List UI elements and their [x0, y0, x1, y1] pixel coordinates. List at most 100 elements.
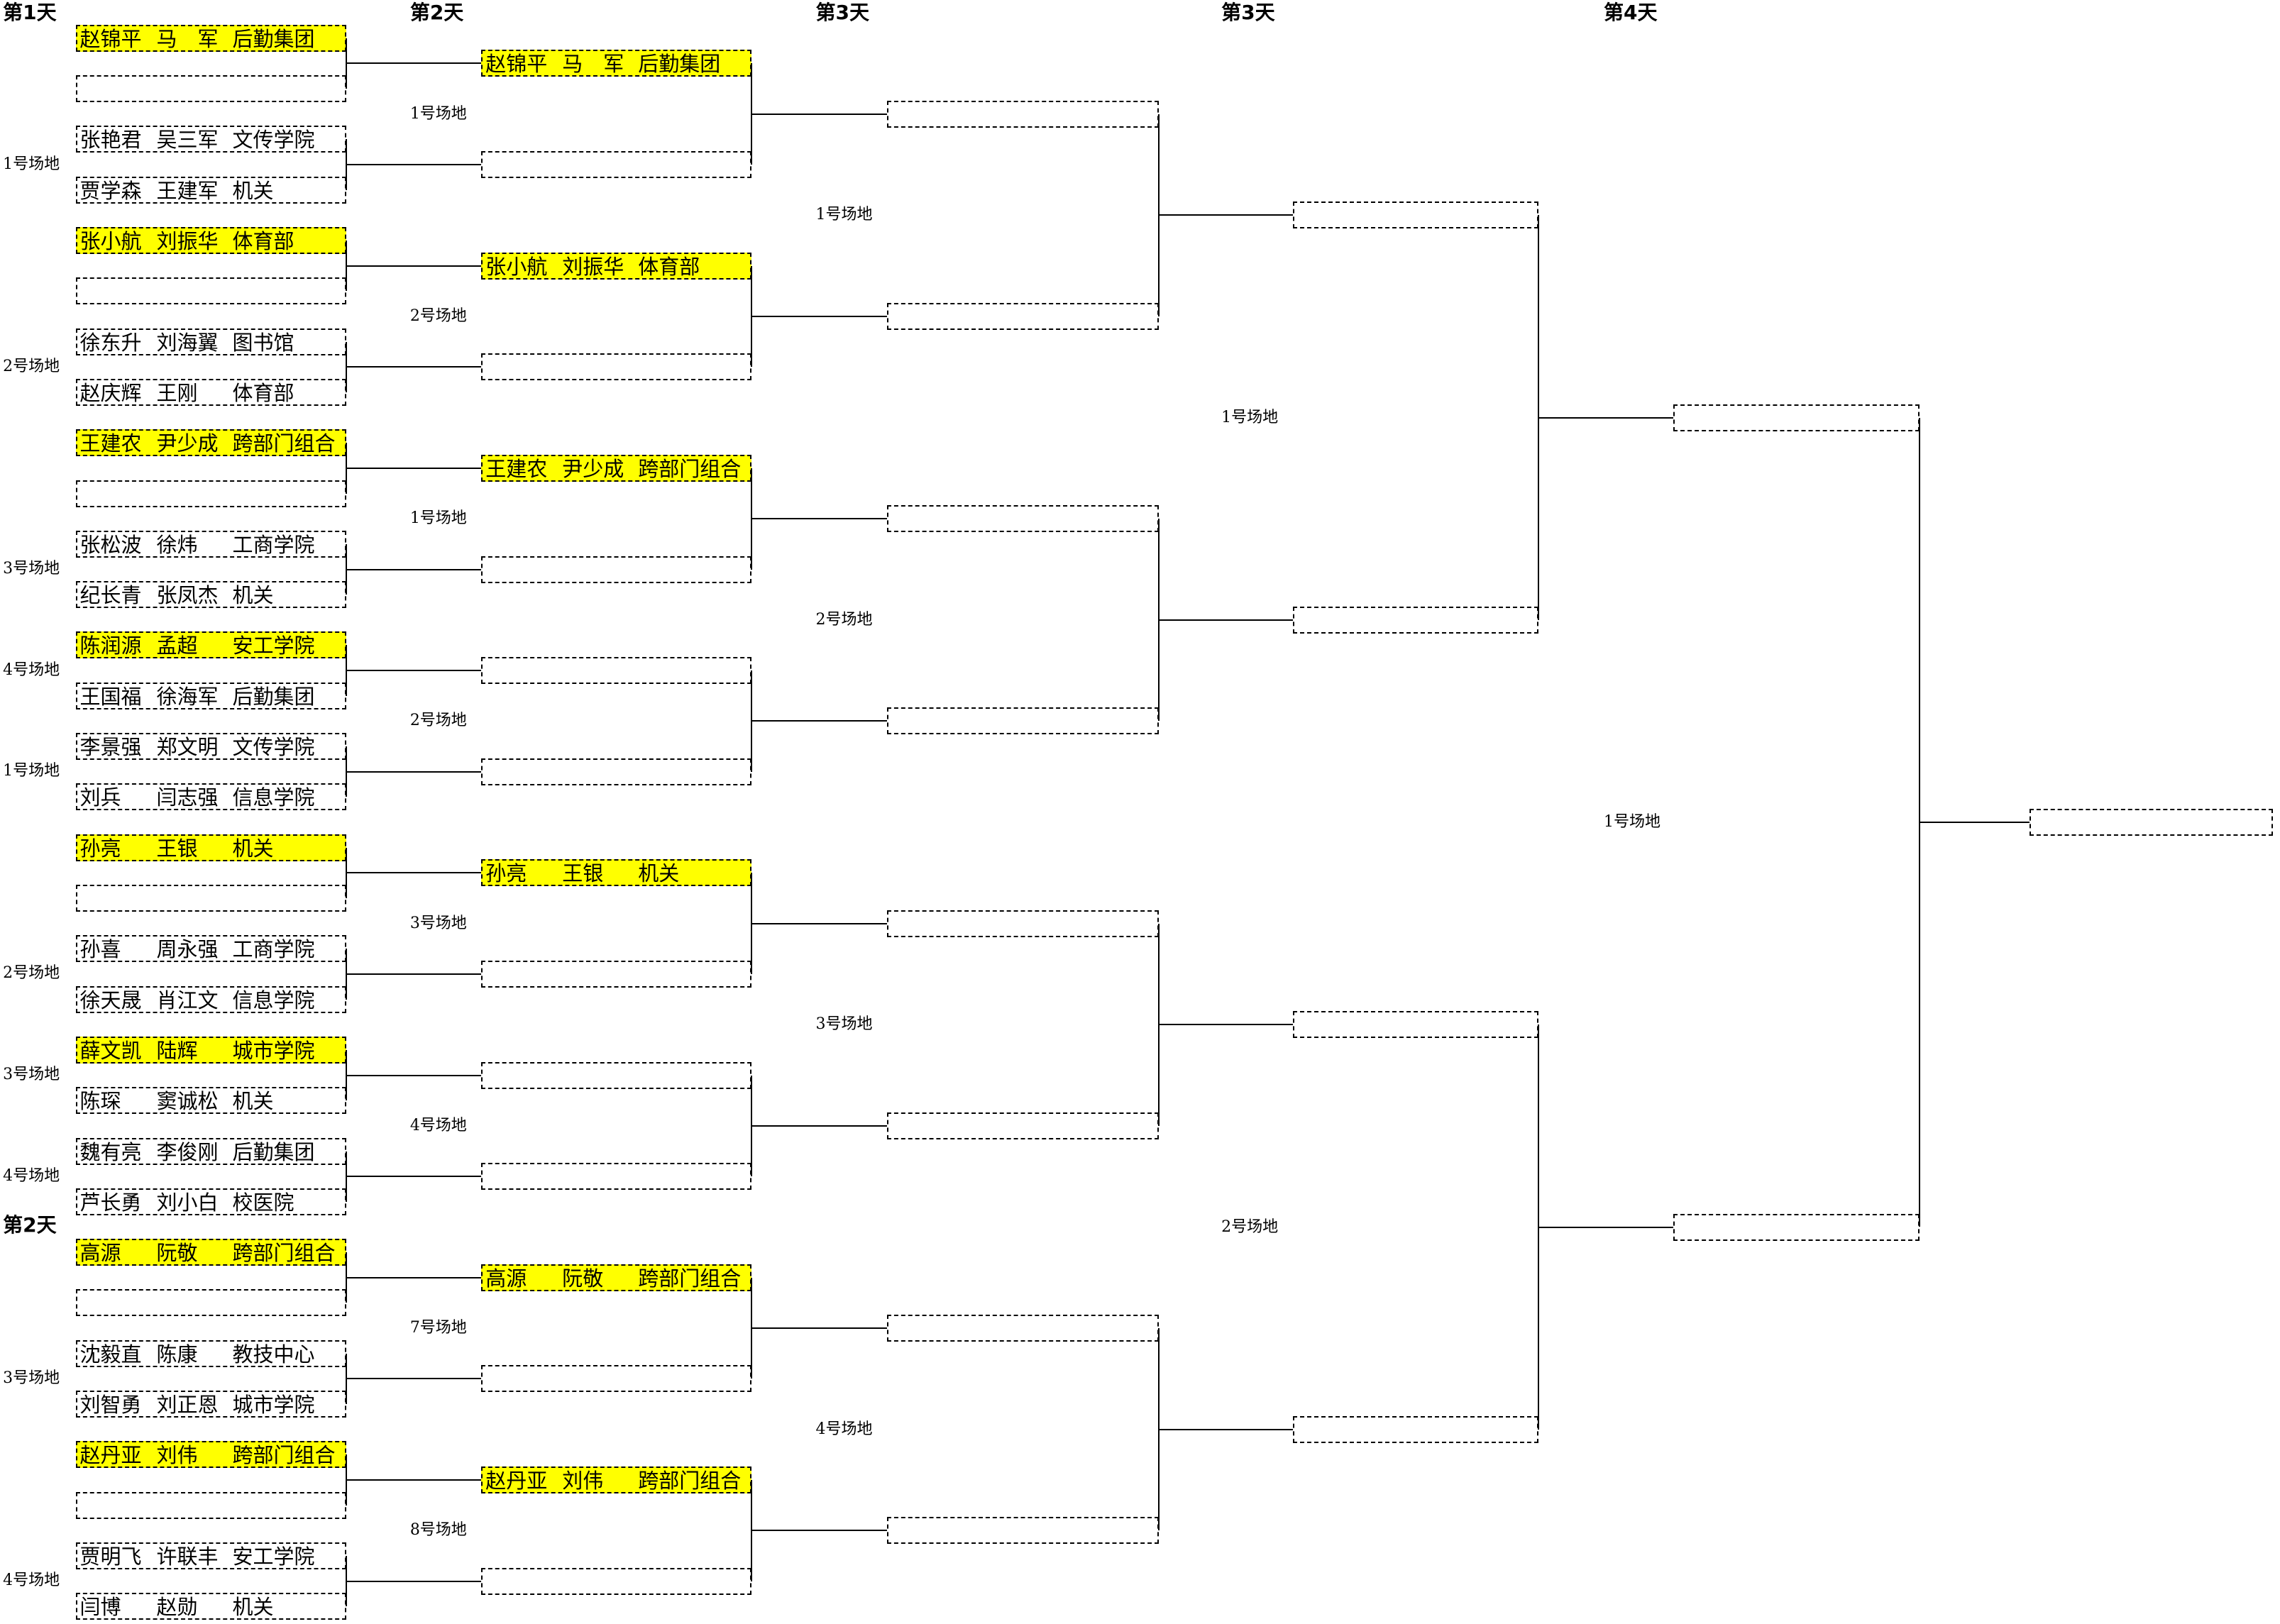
team-slot[interactable]	[481, 960, 752, 988]
team-slot[interactable]: 贾学森王建军机关	[75, 176, 346, 204]
team-slot[interactable]: 王建农尹少成跨部门组合	[75, 429, 346, 457]
player-name: 魏有亮	[79, 1139, 142, 1164]
team-department: 后勤集团	[638, 52, 721, 77]
bracket-line	[751, 113, 887, 115]
team-department: 跨部门组合	[638, 1469, 742, 1493]
team-slot[interactable]	[886, 1315, 1160, 1342]
player-name: 赵庆辉	[79, 380, 142, 405]
player-name: 陆辉	[156, 1038, 198, 1063]
team-slot[interactable]: 刘兵闫志强信息学院	[75, 783, 346, 811]
team-slot[interactable]	[481, 556, 752, 583]
team-slot[interactable]: 芦长勇刘小白校医院	[75, 1188, 346, 1215]
bracket-line	[1159, 1428, 1293, 1430]
team-slot[interactable]	[75, 277, 346, 305]
team-slot[interactable]: 王建农尹少成跨部门组合	[481, 454, 752, 482]
player-name: 沈毅直	[79, 1342, 142, 1366]
team-slot[interactable]: 陈润源孟超安工学院	[75, 631, 346, 659]
team-department: 后勤集团	[232, 1139, 315, 1164]
team-slot[interactable]: 徐东升刘海翼图书馆	[75, 328, 346, 355]
team-slot[interactable]: 徐天晟肖江文信息学院	[75, 985, 346, 1013]
team-slot[interactable]	[886, 505, 1160, 533]
player-name: 周永强	[156, 937, 219, 962]
team-slot[interactable]	[886, 1517, 1160, 1545]
team-slot[interactable]: 张小航刘振华体育部	[75, 227, 346, 255]
team-slot[interactable]: 李景强郑文明文传学院	[75, 733, 346, 761]
team-slot[interactable]: 纪长青张凤杰机关	[75, 581, 346, 609]
team-slot[interactable]	[2030, 809, 2273, 836]
team-slot[interactable]	[481, 1061, 752, 1089]
team-slot[interactable]: 沈毅直陈康教技中心	[75, 1339, 346, 1367]
team-slot[interactable]: 孙亮王银机关	[75, 834, 346, 861]
team-department: 安工学院	[232, 634, 315, 658]
team-slot[interactable]	[886, 910, 1160, 937]
player-name: 肖江文	[156, 988, 219, 1012]
team-slot[interactable]: 赵锦平马 军后勤集团	[481, 50, 752, 77]
team-slot[interactable]	[75, 75, 346, 103]
team-slot[interactable]	[481, 1163, 752, 1191]
venue-label: 2号场地	[409, 712, 467, 730]
player-name: 赵丹亚	[79, 1443, 142, 1468]
team-slot[interactable]	[1673, 404, 1920, 431]
player-name: 贾学森	[79, 178, 142, 203]
team-slot[interactable]: 薛文凯陆辉城市学院	[75, 1036, 346, 1064]
team-slot[interactable]: 高源阮敬跨部门组合	[481, 1264, 752, 1291]
team-slot[interactable]: 陈琛窦诚松机关	[75, 1087, 346, 1115]
team-slot[interactable]: 闫博赵勋机关	[75, 1593, 346, 1620]
team-slot[interactable]	[481, 1567, 752, 1595]
player-name: 芦长勇	[79, 1190, 142, 1215]
bracket-line	[346, 164, 482, 166]
team-slot[interactable]	[886, 100, 1160, 128]
team-slot[interactable]: 张艳君吴三军文传学院	[75, 126, 346, 153]
team-department: 安工学院	[232, 1544, 315, 1569]
team-slot[interactable]	[481, 758, 752, 785]
team-slot[interactable]	[75, 885, 346, 912]
team-slot[interactable]	[75, 1491, 346, 1519]
team-slot[interactable]: 赵锦平马 军后勤集团	[75, 24, 346, 52]
team-slot[interactable]: 贾明飞许联丰安工学院	[75, 1542, 346, 1569]
team-slot[interactable]	[481, 657, 752, 685]
venue-label: 8号场地	[409, 1521, 467, 1540]
team-slot[interactable]	[481, 353, 752, 381]
team-slot[interactable]	[886, 707, 1160, 735]
bracket-line	[346, 770, 482, 773]
venue-label: 4号场地	[3, 1571, 60, 1590]
team-slot[interactable]: 张小航刘振华体育部	[481, 252, 752, 280]
venue-label: 4号场地	[3, 661, 60, 679]
team-slot[interactable]: 赵庆辉王刚体育部	[75, 378, 346, 406]
player-name: 刘智勇	[79, 1393, 142, 1418]
team-slot[interactable]	[1292, 606, 1538, 634]
team-department: 机关	[232, 1089, 274, 1114]
team-slot[interactable]	[1292, 1415, 1538, 1443]
team-slot[interactable]: 孙喜周永强工商学院	[75, 935, 346, 963]
team-slot[interactable]: 王国福徐海军后勤集团	[75, 682, 346, 709]
team-slot[interactable]: 高源阮敬跨部门组合	[75, 1239, 346, 1266]
team-slot[interactable]	[481, 151, 752, 179]
player-name: 孙亮	[79, 836, 121, 861]
team-department: 文传学院	[232, 735, 315, 760]
player-name: 贾明飞	[79, 1544, 142, 1569]
team-slot[interactable]	[1292, 1011, 1538, 1039]
team-slot[interactable]	[481, 1365, 752, 1393]
team-department: 机关	[232, 836, 274, 861]
team-slot[interactable]	[886, 303, 1160, 330]
bracket-line	[751, 518, 887, 520]
team-slot[interactable]: 孙亮王银机关	[481, 859, 752, 887]
team-slot[interactable]	[1673, 1213, 1920, 1241]
team-slot[interactable]	[1292, 201, 1538, 229]
team-slot[interactable]	[886, 1112, 1160, 1139]
team-slot[interactable]: 赵丹亚刘伟跨部门组合	[75, 1441, 346, 1469]
team-slot[interactable]: 魏有亮李俊刚后勤集团	[75, 1137, 346, 1165]
venue-label: 1号场地	[409, 509, 467, 528]
player-name: 张小航	[79, 229, 142, 254]
venue-label: 7号场地	[409, 1319, 467, 1337]
bracket-line	[751, 922, 887, 924]
player-name: 吴三军	[156, 128, 219, 153]
team-slot[interactable]	[75, 480, 346, 507]
team-slot[interactable]	[75, 1289, 346, 1317]
team-slot[interactable]: 赵丹亚刘伟跨部门组合	[481, 1466, 752, 1494]
player-name: 张艳君	[79, 128, 142, 153]
team-slot[interactable]: 张松波徐炜工商学院	[75, 530, 346, 558]
team-slot[interactable]: 刘智勇刘正恩城市学院	[75, 1391, 346, 1418]
bracket-line	[346, 1176, 482, 1178]
team-department: 信息学院	[232, 988, 315, 1012]
